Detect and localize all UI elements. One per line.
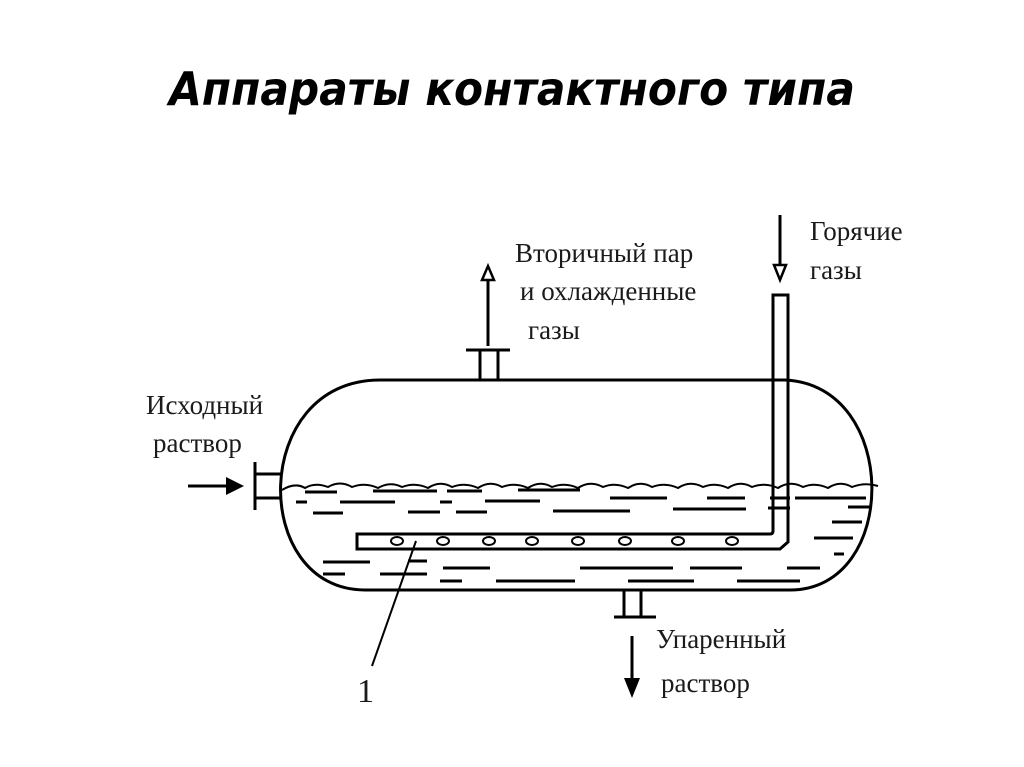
liquid-hatching <box>296 488 870 583</box>
callout-number: 1 <box>357 673 374 710</box>
gas-inlet-pipe <box>355 293 790 551</box>
solution-outlet-nozzle <box>614 590 656 619</box>
label-initial-solution-2: раствор <box>153 428 242 458</box>
bubbler-holes <box>390 536 739 546</box>
slide-title: Аппараты контактного типа <box>169 62 855 116</box>
vessel-shell <box>279 378 874 592</box>
inlet-arrow-icon <box>188 477 244 495</box>
vapor-outlet-arrow-icon <box>480 262 496 346</box>
callout-leader <box>371 540 417 667</box>
label-evaporated-solution-1: Упаренный <box>656 624 786 654</box>
outlet-arrow-icon <box>624 636 640 698</box>
liquid-surface <box>281 482 879 491</box>
label-secondary-steam-1: Вторичный пар <box>515 238 693 268</box>
label-hot-gases-2: газы <box>810 255 862 285</box>
vapor-outlet-nozzle <box>466 348 510 380</box>
label-secondary-steam-3: газы <box>528 315 580 345</box>
label-initial-solution-1: Исходный <box>146 390 263 420</box>
solution-inlet-nozzle <box>253 462 281 510</box>
hot-gases-arrow-icon <box>772 215 788 284</box>
label-hot-gases-1: Горячие <box>810 216 903 246</box>
label-secondary-steam-2: и охлажденные <box>520 276 696 306</box>
label-evaporated-solution-2: раствор <box>661 668 750 698</box>
